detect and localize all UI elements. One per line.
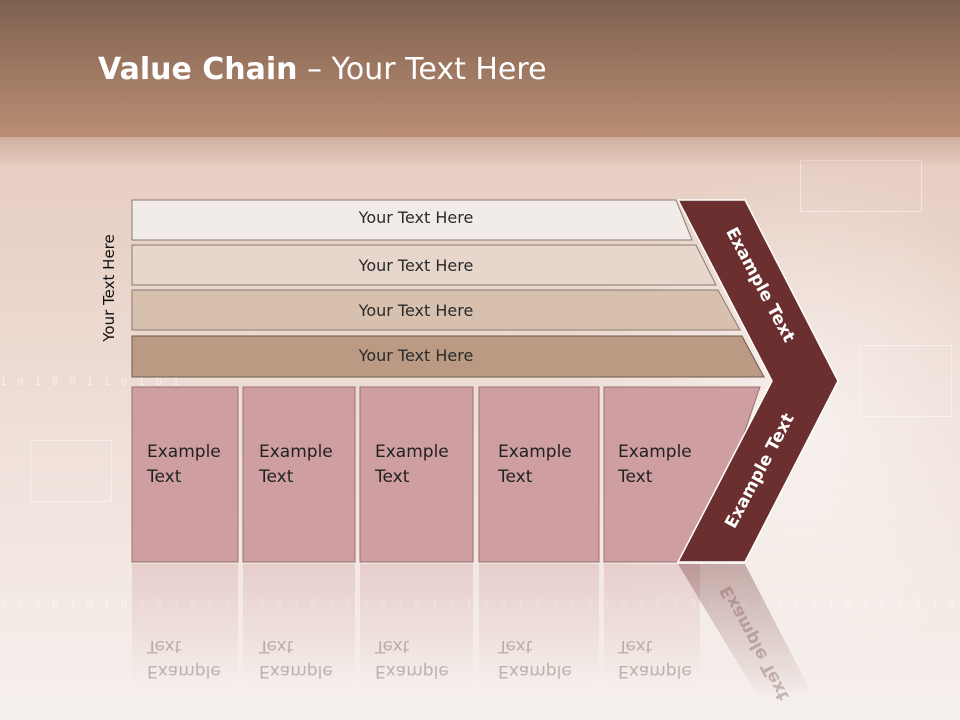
column-1-label-reflection: Example Text xyxy=(147,636,221,681)
slide-title: Value Chain – Your Text Here xyxy=(98,52,547,87)
column-2-label: Example Text xyxy=(259,442,333,487)
column-2 xyxy=(242,386,356,563)
slide-title-rest: – Your Text Here xyxy=(297,52,547,87)
slide-title-bold: Value Chain xyxy=(98,52,298,87)
column-3 xyxy=(359,386,474,563)
bar-2-label: Your Text Here xyxy=(358,256,474,275)
column-2-reflection xyxy=(243,564,355,684)
column-2-label-reflection: Example Text xyxy=(259,636,333,681)
column-1 xyxy=(131,386,239,563)
slide-header xyxy=(0,0,960,137)
column-4-label: Example Text xyxy=(498,442,572,487)
column-5-label-reflection: Example Text xyxy=(618,636,692,681)
column-5-reflection xyxy=(604,564,700,684)
bar-4 xyxy=(131,335,765,378)
column-4 xyxy=(478,386,600,563)
bar-3 xyxy=(131,289,741,331)
column-1-reflection xyxy=(132,564,238,684)
column-1-label: Example Text xyxy=(147,442,221,487)
background-binary-pattern: 1 0 1 0 0 1 1 0 1 0 1 xyxy=(0,375,182,388)
bar-1 xyxy=(131,199,693,241)
column-3-label-reflection: Example Text xyxy=(375,636,449,681)
bar-2 xyxy=(131,244,717,286)
column-5-label: Example Text xyxy=(618,442,692,487)
bar-1-label: Your Text Here xyxy=(358,208,474,227)
column-4-reflection xyxy=(479,564,599,684)
column-3-label: Example Text xyxy=(375,442,449,487)
column-3-reflection xyxy=(360,564,473,684)
chevron-arrow xyxy=(676,199,839,563)
header-band xyxy=(0,137,960,165)
bar-3-label: Your Text Here xyxy=(358,301,474,320)
background-panel xyxy=(30,440,112,502)
bar-4-label: Your Text Here xyxy=(358,346,474,365)
column-4-label-reflection: Example Text xyxy=(498,636,572,681)
chevron-reflection xyxy=(678,564,810,700)
background-panel xyxy=(860,345,952,417)
